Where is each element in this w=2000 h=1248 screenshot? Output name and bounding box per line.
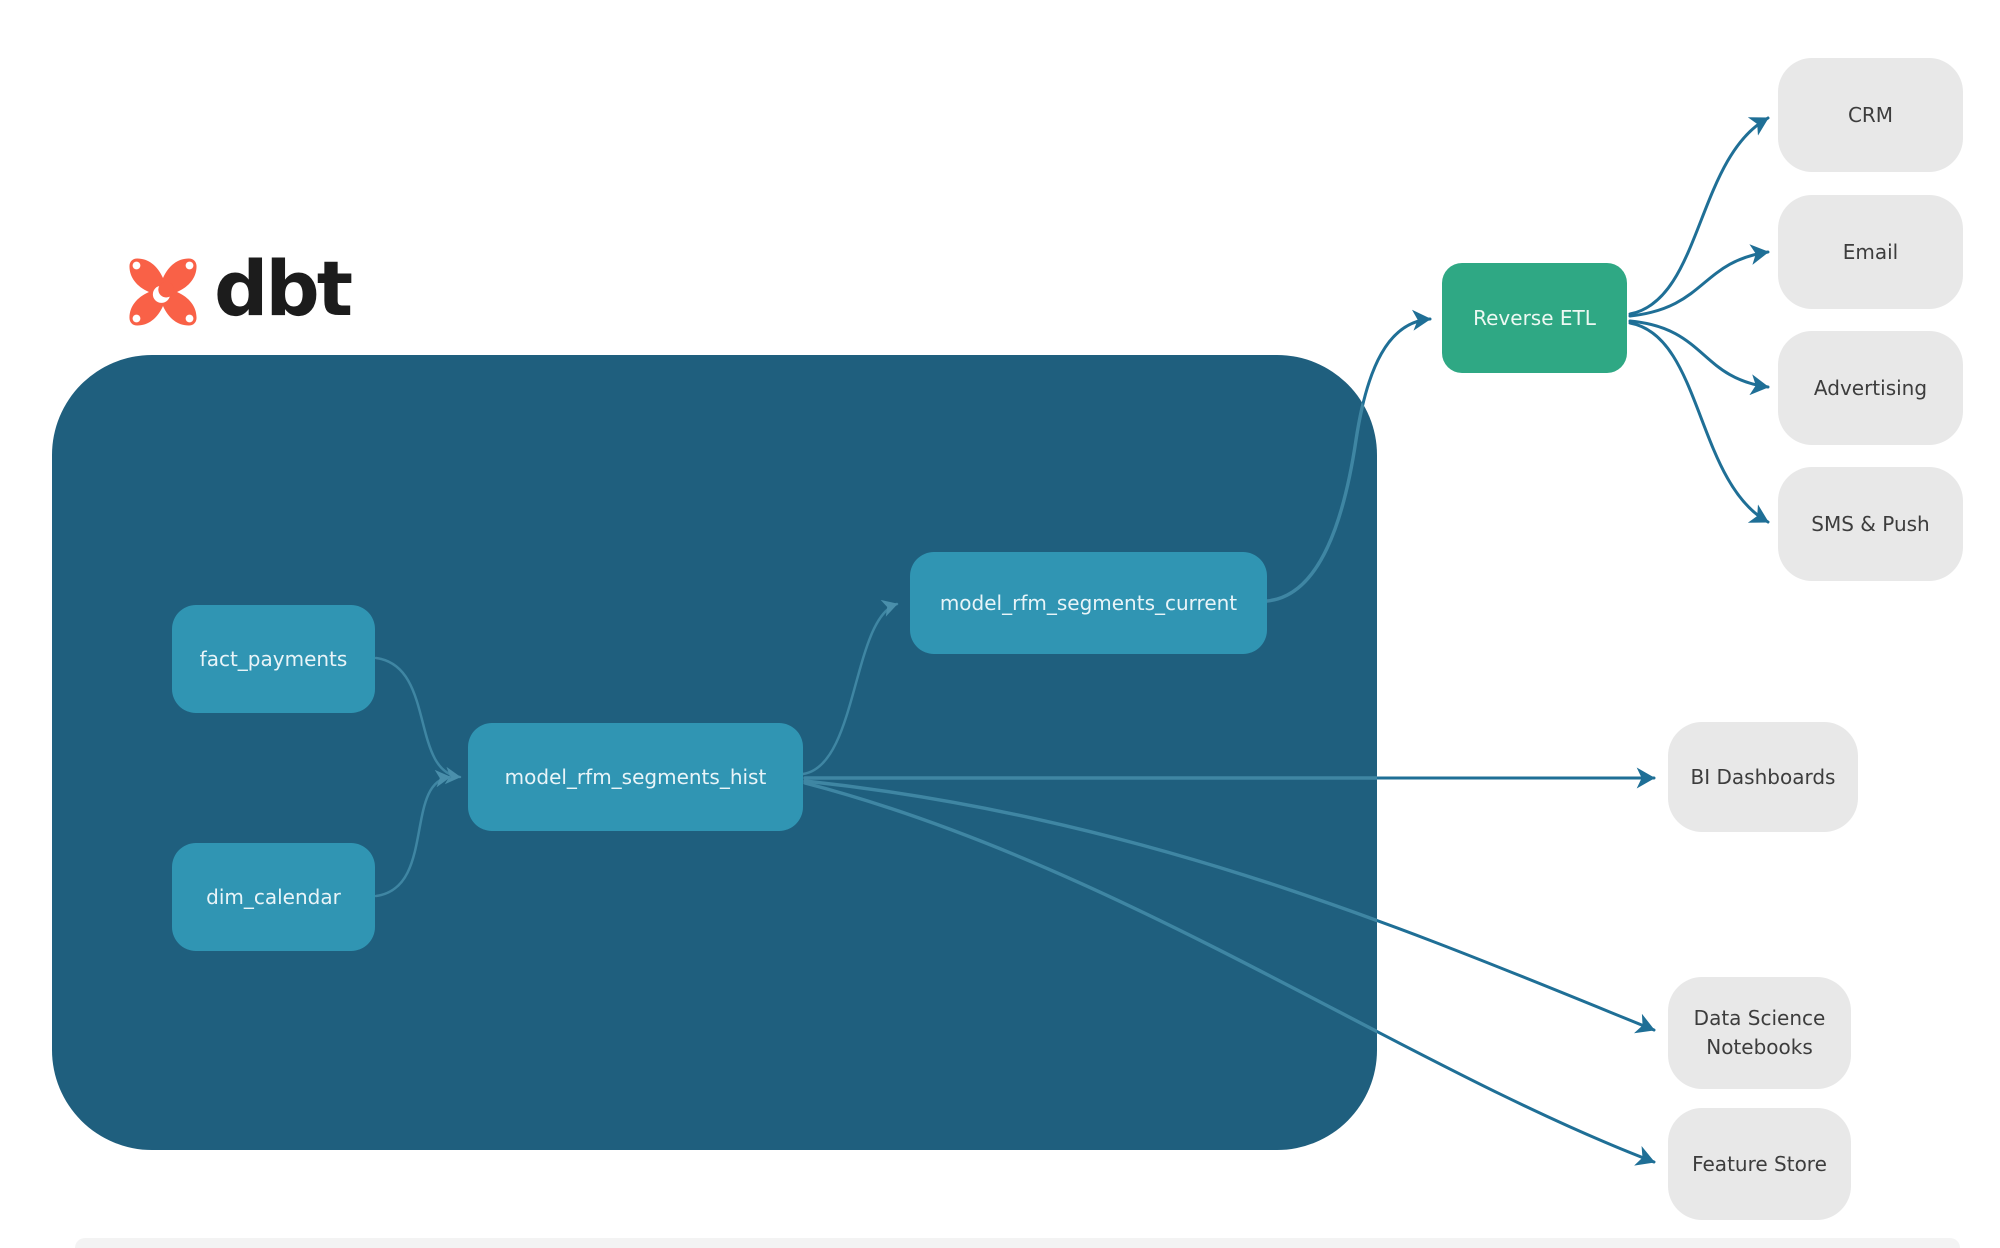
- node-reverse-etl: Reverse ETL: [1442, 263, 1627, 373]
- node-fact-payments-label: fact_payments: [199, 647, 348, 671]
- node-feature-store-label: Feature Store: [1692, 1151, 1827, 1176]
- node-dim-calendar: dim_calendar: [172, 843, 375, 951]
- dbt-logo-icon: [129, 258, 197, 326]
- node-crm-label: CRM: [1847, 102, 1894, 127]
- bottom-divider: [75, 1238, 1960, 1248]
- node-crm: CRM: [1778, 58, 1963, 172]
- dbt-logo-text: dbt: [214, 244, 353, 333]
- node-data-science-notebooks: Data Science Notebooks: [1668, 977, 1851, 1089]
- node-model-rfm-segments-current: model_rfm_segments_current: [910, 552, 1267, 654]
- node-feature-store: Feature Store: [1668, 1108, 1851, 1220]
- node-email-label: Email: [1842, 239, 1899, 264]
- node-advertising: Advertising: [1778, 331, 1963, 445]
- node-model-rfm-segments-current-label: model_rfm_segments_current: [939, 591, 1238, 615]
- edge-reverse-etl-to-advertising: [1628, 319, 1770, 396]
- node-model-rfm-segments-hist: model_rfm_segments_hist: [468, 723, 803, 831]
- node-bi-dashboards-label: BI Dashboards: [1690, 764, 1836, 789]
- node-email: Email: [1778, 195, 1963, 309]
- dbt-logo: dbt: [124, 244, 353, 334]
- node-advertising-label: Advertising: [1813, 375, 1928, 400]
- node-fact-payments: fact_payments: [172, 605, 375, 713]
- edge-reverse-etl-to-sms-push: [1628, 321, 1770, 524]
- node-reverse-etl-label: Reverse ETL: [1473, 306, 1596, 330]
- node-bi-dashboards: BI Dashboards: [1668, 722, 1858, 832]
- edge-reverse-etl-to-email: [1628, 244, 1770, 318]
- node-sms-push-label: SMS & Push: [1811, 511, 1930, 536]
- node-sms-push: SMS & Push: [1778, 467, 1963, 581]
- node-dim-calendar-label: dim_calendar: [206, 885, 341, 909]
- node-data-science-notebooks-label: Data Science Notebooks: [1693, 1006, 1826, 1059]
- node-model-rfm-segments-hist-label: model_rfm_segments_hist: [504, 765, 767, 789]
- edge-reverse-etl-to-crm: [1628, 116, 1770, 316]
